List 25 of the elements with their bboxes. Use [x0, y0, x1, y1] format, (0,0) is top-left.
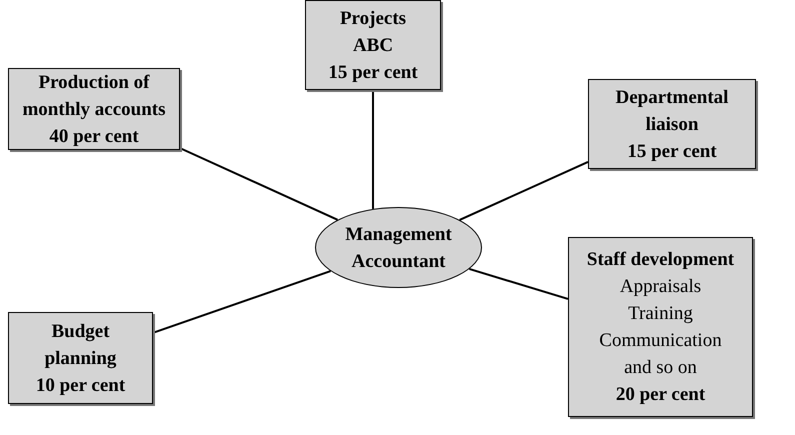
node-text: Communication: [599, 329, 722, 353]
task-box: [588, 79, 756, 169]
node-text: Appraisals: [620, 275, 702, 299]
task-box: [305, 0, 441, 90]
task-box: [568, 237, 753, 417]
connector-line: [180, 147, 338, 221]
node-heading: Staff development: [586, 248, 734, 272]
connector-line: [152, 270, 331, 334]
connector-line: [459, 161, 588, 221]
task-box: [8, 68, 180, 150]
node-heading: Departmental liaison: [614, 86, 730, 136]
percentage-label: 15 per cent: [627, 140, 717, 164]
node-heading: Budget planning: [44, 320, 118, 370]
task-box: [8, 312, 153, 404]
connector-line: [469, 268, 568, 300]
percentage-label: 40 per cent: [49, 124, 139, 148]
node-heading: Projects ABC: [338, 6, 408, 58]
node-heading: Production of monthly accounts: [21, 70, 167, 122]
connector-line: [372, 90, 374, 209]
node-text: and so on: [624, 356, 697, 380]
node-text: Training: [628, 302, 693, 326]
percentage-label: 10 per cent: [36, 374, 126, 398]
node-heading: Management Accountant: [344, 222, 453, 274]
percentage-label: 20 per cent: [616, 383, 706, 407]
percentage-label: 15 per cent: [328, 60, 418, 84]
